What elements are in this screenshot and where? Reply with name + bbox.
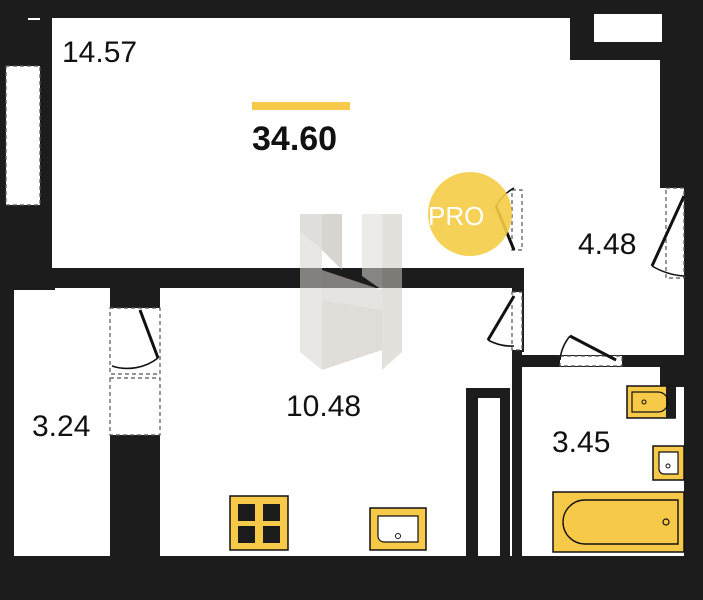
toilet-icon [626,385,676,419]
bath-door-frame [559,355,623,367]
living-door-frame [511,189,523,251]
pro-badge-text: PRO [428,201,484,231]
windows [5,65,685,436]
living-window [5,65,41,206]
bathroom-sink-icon [652,445,685,481]
bathtub-icon [552,491,685,553]
watermark-logo [300,214,402,370]
balcony-area-label: 3.24 [32,410,90,443]
total-accent-bar [252,102,350,110]
total-area-label: 34.60 [252,120,337,158]
hallway-area-label: 4.48 [578,228,636,261]
kitchen-sink-icon [369,507,427,551]
bathroom-area-label: 3.45 [552,426,610,459]
balcony-window-lower [109,377,161,436]
kitchen-area-label: 10.48 [286,390,361,423]
balcony-floor [14,290,110,556]
hallway-upper [585,60,660,190]
pro-badge: PRO [428,172,512,256]
kitchen-nook [478,398,500,556]
stove-icon [229,495,289,551]
kitchen-door-frame [511,291,523,351]
living-room-area-label: 14.57 [62,36,137,69]
